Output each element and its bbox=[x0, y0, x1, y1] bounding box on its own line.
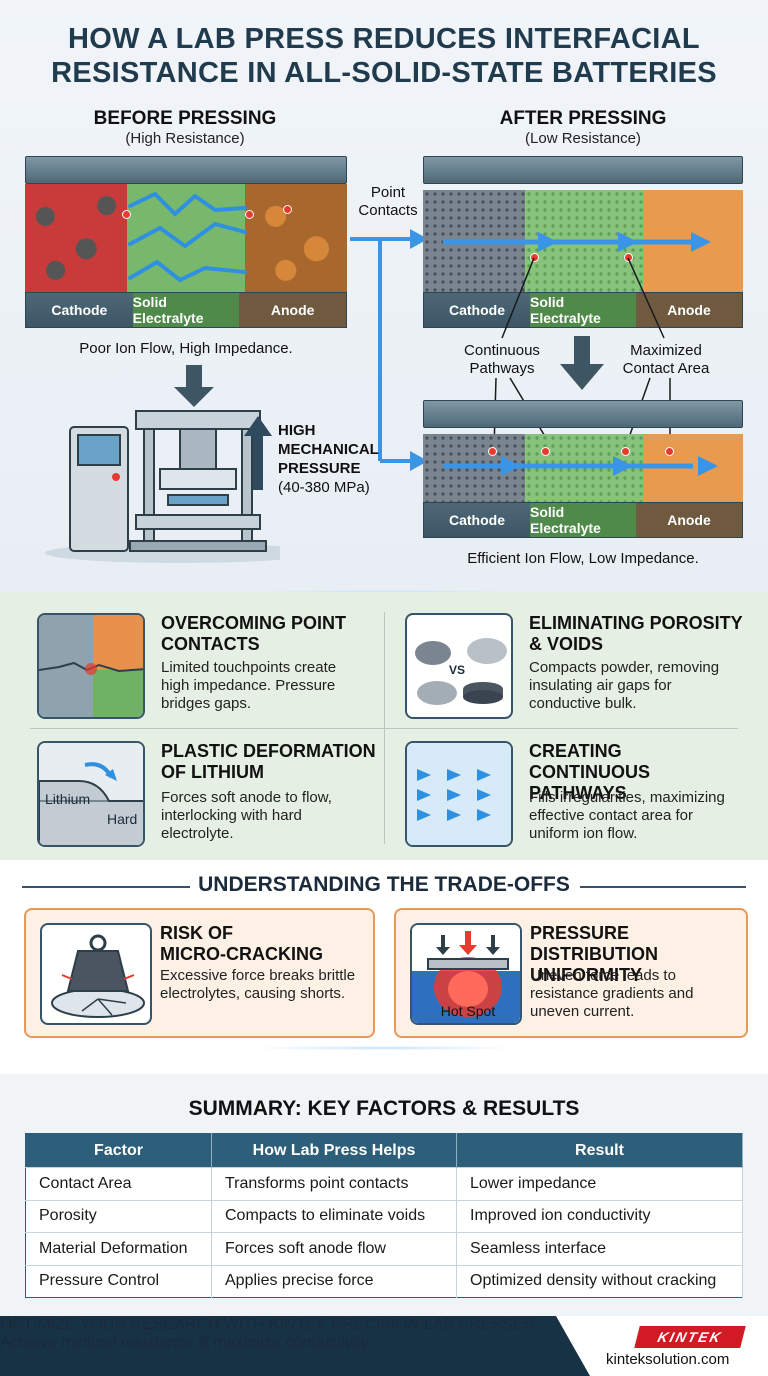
anode-layer bbox=[245, 184, 347, 292]
before-heading: BEFORE PRESSING (High Resistance) bbox=[93, 108, 277, 147]
down-arrow-icon bbox=[560, 336, 604, 390]
layer-labels: Cathode Solid Electralyte Anode bbox=[423, 502, 743, 538]
column-header: Factor bbox=[25, 1133, 212, 1168]
contact-dot bbox=[621, 447, 630, 456]
lithium-deformation-icon: Lithium Hard bbox=[37, 741, 145, 847]
point-contacts-label: Point Contacts bbox=[358, 184, 418, 219]
powder-vs-pellet-icon: VS bbox=[405, 613, 513, 719]
before-stack: Cathode Solid Electralyte Anode bbox=[25, 156, 347, 330]
straight-ion-arrows bbox=[443, 232, 711, 252]
tradeoffs-heading: UNDERSTANDING THE TRADE-OFFS bbox=[198, 873, 570, 896]
electrolyte-label: Solid Electralyte bbox=[530, 503, 636, 537]
summary-table: Factor How Lab Press Helps Result Contac… bbox=[25, 1133, 743, 1298]
hot-spot-icon: Hot Spot bbox=[410, 923, 522, 1025]
layer-labels: Cathode Solid Electralyte Anode bbox=[423, 292, 743, 328]
footer-headline: OPTIMIZE YOUR RESEARCH WITH KINTEK PRECI… bbox=[0, 1316, 539, 1333]
card-title: ELIMINATING POROSITY& VOIDS bbox=[529, 613, 743, 654]
contact-dot bbox=[624, 253, 633, 262]
electrolyte-label: Solid Electralyte bbox=[530, 293, 636, 327]
electrolyte-label: Solid Electralyte bbox=[132, 293, 240, 327]
contact-dot bbox=[488, 447, 497, 456]
kintek-logo[interactable]: KINTEK bbox=[634, 1326, 746, 1348]
contact-dot bbox=[245, 210, 254, 219]
contact-dot bbox=[541, 447, 550, 456]
up-arrow-icon bbox=[244, 416, 272, 490]
uniform-flow-icon bbox=[405, 741, 513, 847]
card-porosity: VS ELIMINATING POROSITY& VOIDS Compacts … bbox=[405, 613, 745, 723]
summary-heading: SUMMARY: KEY FACTORS & RESULTS bbox=[188, 1097, 580, 1120]
divider-glow bbox=[250, 1046, 518, 1050]
contact-dot bbox=[530, 253, 539, 262]
table-header-row: Factor How Lab Press Helps Result bbox=[25, 1133, 743, 1168]
layer-labels: Cathode Solid Electralyte Anode bbox=[25, 292, 347, 328]
weight-cracking-icon bbox=[40, 923, 152, 1025]
divider bbox=[580, 886, 746, 888]
column-header: Result bbox=[456, 1133, 743, 1168]
straight-ion-arrows bbox=[443, 456, 718, 476]
contact-dot bbox=[283, 205, 292, 214]
point-contacts-icon bbox=[37, 613, 145, 719]
continuous-pathways-label: Continuous Pathways bbox=[464, 342, 540, 377]
after-stack: Cathode Solid Electralyte Anode bbox=[423, 156, 743, 330]
footer-banner: OPTIMIZE YOUR RESEARCH WITH KINTEK PRECI… bbox=[0, 1316, 590, 1376]
lab-press-illustration bbox=[45, 365, 280, 563]
top-plate bbox=[423, 400, 743, 428]
after-caption: Efficient Ion Flow, Low Impedance. bbox=[467, 550, 699, 567]
cathode-label: Cathode bbox=[449, 512, 505, 528]
after-heading: AFTER PRESSING (Low Resistance) bbox=[499, 108, 667, 147]
before-caption: Poor Ion Flow, High Impedance. bbox=[79, 340, 293, 357]
anode-label: Anode bbox=[636, 503, 742, 537]
after-pressed-stack: Cathode Solid Electralyte Anode bbox=[423, 400, 743, 540]
column-header: How Lab Press Helps bbox=[211, 1133, 457, 1168]
zigzag-ion-arrows bbox=[128, 191, 247, 283]
top-plate bbox=[25, 156, 347, 184]
divider bbox=[30, 728, 738, 729]
footer-tagline: Achieve minimal resistance & maximize co… bbox=[0, 1334, 373, 1351]
anode-label: Anode bbox=[636, 293, 742, 327]
contact-dot bbox=[665, 447, 674, 456]
cathode-label: Cathode bbox=[51, 302, 108, 318]
maximized-contact-label: Maximized Contact Area bbox=[622, 342, 710, 377]
anode-label: Anode bbox=[239, 293, 347, 327]
contact-dot bbox=[122, 210, 131, 219]
website-link[interactable]: kinteksolution.com bbox=[606, 1351, 730, 1368]
cathode-label: Cathode bbox=[449, 302, 505, 318]
page-title: HOW A LAB PRESS REDUCES INTERFACIAL RESI… bbox=[51, 23, 717, 89]
cathode-layer bbox=[25, 184, 127, 292]
divider bbox=[22, 886, 190, 888]
card-body: Forces soft anode to flow,interlocking w… bbox=[161, 789, 332, 842]
top-plate bbox=[423, 156, 743, 184]
transition-arrows bbox=[350, 229, 428, 471]
pressure-label: HIGH MECHANICAL PRESSURE (40-380 MPa) bbox=[278, 422, 379, 496]
